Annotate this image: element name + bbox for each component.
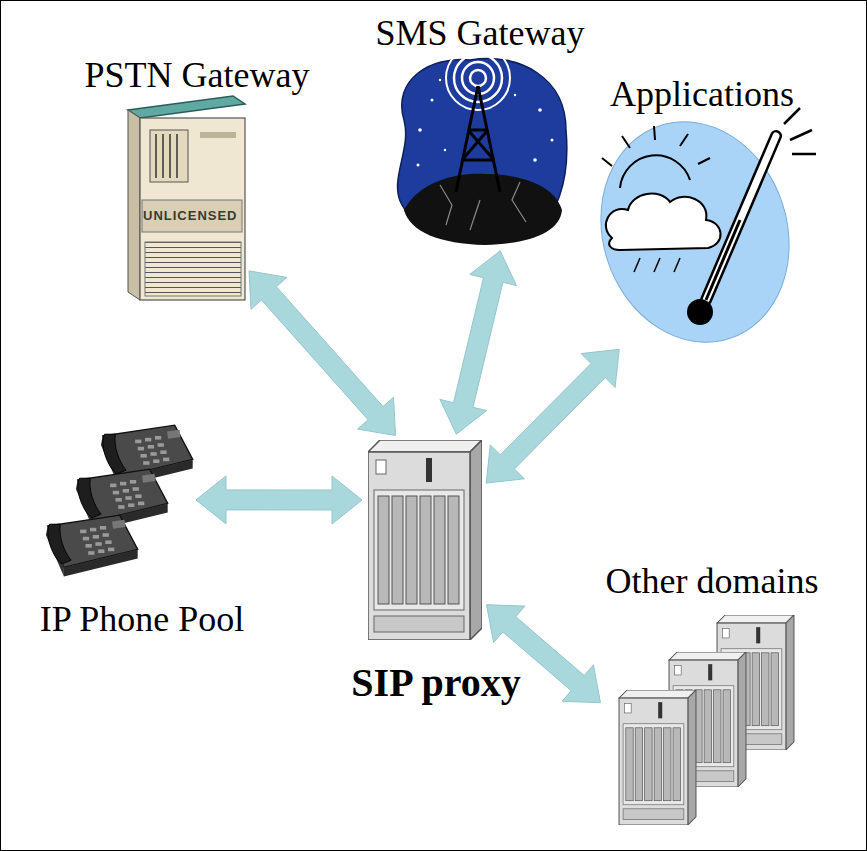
pstn-gateway-icon xyxy=(128,96,245,300)
other-domains: Other domains xyxy=(605,615,805,825)
node-label: SIP proxy xyxy=(351,660,520,706)
proxy-server-icon xyxy=(368,440,482,640)
other-domain-servers xyxy=(619,615,794,825)
double-arrow xyxy=(486,349,619,483)
node-label: SMS Gateway xyxy=(376,12,585,54)
sms-gateway: SMS Gateway xyxy=(390,55,570,245)
sms-gateway-icon xyxy=(398,46,567,245)
pstn-gateway: PSTN Gateway xyxy=(125,95,245,300)
ip-phone-pool: IP Phone Pool xyxy=(40,420,190,590)
sip-proxy: SIP proxy xyxy=(368,440,482,640)
node-label: PSTN Gateway xyxy=(85,54,310,96)
double-arrow xyxy=(440,251,517,434)
double-arrow xyxy=(196,476,362,524)
node-label: Applications xyxy=(610,73,794,115)
node-label: Other domains xyxy=(606,560,819,602)
node-label: IP Phone Pool xyxy=(40,598,245,640)
applications-node: Applications xyxy=(590,115,805,345)
ip-phone-icons xyxy=(46,425,193,576)
double-arrow xyxy=(249,271,396,436)
watermark-label: UNLICENSED xyxy=(143,208,238,223)
applications-icon xyxy=(573,97,817,367)
